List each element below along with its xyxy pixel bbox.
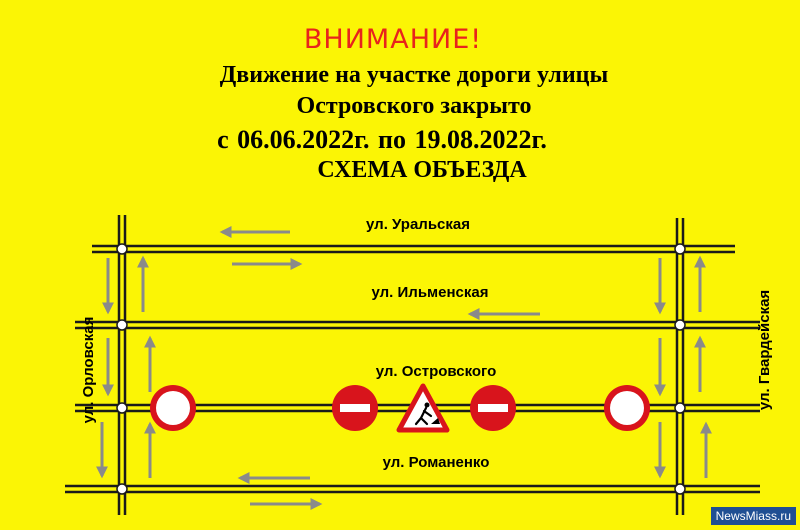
intersection-node xyxy=(116,243,128,255)
detour-arrows xyxy=(96,226,712,510)
intersection-node xyxy=(116,402,128,414)
intersections xyxy=(116,243,686,495)
no-entry-sign-icon xyxy=(470,385,516,431)
street-label-ostrovskogo: ул. Островского xyxy=(376,363,497,380)
closure-line-2: Островского закрыто xyxy=(296,93,532,119)
street-label-orlovskaya: ул. Орловская xyxy=(80,317,97,424)
road-gvardeyskaya xyxy=(675,218,685,515)
street-label-gvardeyskaya: ул. Гвардейская xyxy=(756,290,773,410)
no-entry-sign-icon xyxy=(332,385,378,431)
street-label-romanenko: ул. Романенко xyxy=(383,454,490,471)
road-uralskaya xyxy=(92,244,735,254)
street-label-ilmenskaya: ул. Ильменская xyxy=(372,284,489,301)
intersection-node xyxy=(674,243,686,255)
intersection-node xyxy=(674,319,686,331)
intersection-node xyxy=(674,402,686,414)
closure-dates: с 06.06.2022г. по 19.08.2022г. xyxy=(217,125,547,154)
road-romanenko xyxy=(65,484,760,494)
scheme-title: СХЕМА ОБЪЕЗДА xyxy=(317,157,527,183)
no-vehicles-sign-icon xyxy=(150,385,196,431)
intersection-node xyxy=(116,483,128,495)
road-ilmenskaya xyxy=(75,320,760,330)
road-works-sign-icon xyxy=(396,383,450,433)
attention-heading: ВНИМАНИЕ! xyxy=(303,24,483,55)
intersection-node xyxy=(674,483,686,495)
watermark: NewsMiass.ru xyxy=(710,507,796,525)
no-vehicles-sign-icon xyxy=(604,385,650,431)
road-orlovskaya xyxy=(117,215,127,515)
street-label-uralskaya: ул. Уральская xyxy=(366,216,470,233)
closure-line-1: Движение на участке дороги улицы xyxy=(219,62,609,88)
intersection-node xyxy=(116,319,128,331)
